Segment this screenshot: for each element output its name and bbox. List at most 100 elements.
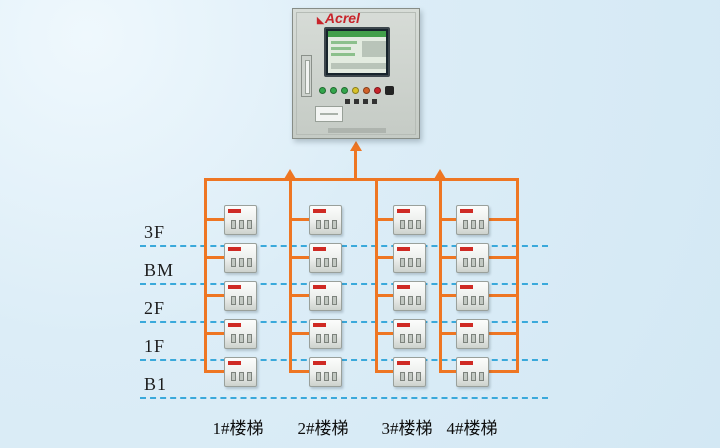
floor-separator-line xyxy=(140,283,548,285)
bus-arrow-icon xyxy=(284,169,296,179)
branch-line xyxy=(289,332,309,335)
device-brand-mark xyxy=(313,285,326,289)
device-unit xyxy=(393,319,426,349)
feeder-line-4 xyxy=(439,178,442,373)
feeder-line-1 xyxy=(204,178,207,373)
branch-line xyxy=(439,370,456,373)
mute-button-icon xyxy=(385,86,394,95)
device-unit xyxy=(393,243,426,273)
riser-arrow-icon xyxy=(350,141,362,151)
device-terminals xyxy=(231,296,252,305)
branch-line xyxy=(204,332,224,335)
device-brand-mark xyxy=(397,209,410,213)
device-terminals xyxy=(400,258,421,267)
branch-line xyxy=(289,256,309,259)
device-unit xyxy=(309,243,342,273)
hmi-screen-content xyxy=(328,31,386,73)
printer-slot xyxy=(315,106,343,122)
device-brand-mark xyxy=(313,247,326,251)
device-unit xyxy=(224,243,257,273)
device-brand-mark xyxy=(228,285,241,289)
device-terminals xyxy=(463,220,484,229)
device-terminals xyxy=(316,334,337,343)
device-terminals xyxy=(400,296,421,305)
device-brand-mark xyxy=(397,247,410,251)
stair-label-3: 3#楼梯 xyxy=(381,419,433,438)
branch-line xyxy=(489,370,519,373)
device-brand-mark xyxy=(397,285,410,289)
device-brand-mark xyxy=(228,361,241,365)
device-unit xyxy=(224,357,257,387)
feeder-line-2 xyxy=(289,178,292,373)
device-terminals xyxy=(463,372,484,381)
red-led-icon xyxy=(374,87,381,94)
green-led-icon xyxy=(341,87,348,94)
device-terminals xyxy=(400,334,421,343)
branch-line xyxy=(375,294,393,297)
screen-panel-block xyxy=(331,63,386,69)
screen-title-bar xyxy=(328,31,386,37)
device-unit xyxy=(393,205,426,235)
branch-line xyxy=(489,294,519,297)
device-terminals xyxy=(463,334,484,343)
device-unit xyxy=(456,243,489,273)
floor-separator-line xyxy=(140,321,548,323)
device-unit xyxy=(456,205,489,235)
nameplate-text-bar xyxy=(328,128,386,133)
branch-line xyxy=(204,294,224,297)
key-button-icon xyxy=(354,99,359,104)
floor-label-2f: 2F xyxy=(144,298,166,318)
device-terminals xyxy=(316,220,337,229)
branch-line xyxy=(489,218,519,221)
bus-line xyxy=(204,178,519,181)
stair-label-1: 1#楼梯 xyxy=(212,419,264,438)
green-led-icon xyxy=(330,87,337,94)
device-brand-mark xyxy=(460,323,473,327)
device-brand-mark xyxy=(313,361,326,365)
device-unit xyxy=(456,357,489,387)
device-brand-mark xyxy=(228,323,241,327)
monitor-cabinet: ◣Acrel xyxy=(292,8,420,139)
branch-line xyxy=(439,218,456,221)
device-terminals xyxy=(400,372,421,381)
device-unit xyxy=(393,357,426,387)
floor-separator-line xyxy=(140,397,548,399)
screen-text-line xyxy=(331,41,357,44)
floor-separator-line xyxy=(140,359,548,361)
device-brand-mark xyxy=(397,323,410,327)
branch-line xyxy=(204,256,224,259)
acrel-logo-text: Acrel xyxy=(324,10,360,26)
indicator-led-row xyxy=(319,86,394,95)
device-brand-mark xyxy=(460,247,473,251)
branch-line xyxy=(375,370,393,373)
branch-line xyxy=(439,294,456,297)
branch-line xyxy=(489,332,519,335)
branch-line xyxy=(375,218,393,221)
device-unit xyxy=(456,319,489,349)
device-brand-mark xyxy=(460,209,473,213)
screen-text-line xyxy=(331,47,351,50)
device-brand-mark xyxy=(460,285,473,289)
device-brand-mark xyxy=(313,323,326,327)
floor-separator-line xyxy=(140,245,548,247)
device-unit xyxy=(224,205,257,235)
device-brand-mark xyxy=(313,209,326,213)
yellow-led-icon xyxy=(352,87,359,94)
device-unit xyxy=(309,319,342,349)
floor-label-1f: 1F xyxy=(144,336,166,356)
branch-line xyxy=(289,218,309,221)
device-unit xyxy=(309,205,342,235)
loop-line-right xyxy=(516,178,519,373)
branch-line xyxy=(204,370,224,373)
branch-line xyxy=(439,332,456,335)
acrel-logo-icon: ◣ xyxy=(317,15,324,25)
device-brand-mark xyxy=(460,361,473,365)
device-unit xyxy=(224,281,257,311)
screen-panel-block xyxy=(362,41,386,57)
level-indicator xyxy=(301,55,312,97)
device-terminals xyxy=(400,220,421,229)
key-button-icon xyxy=(363,99,368,104)
device-terminals xyxy=(316,258,337,267)
branch-line xyxy=(375,332,393,335)
